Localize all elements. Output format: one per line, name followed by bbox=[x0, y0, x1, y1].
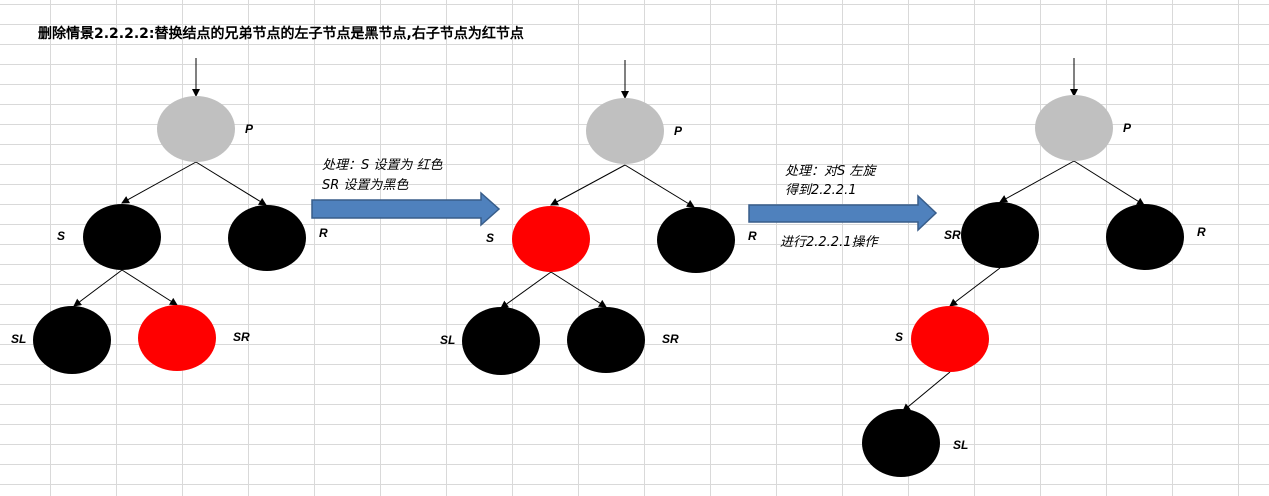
label-sr: SR bbox=[944, 228, 961, 242]
right-arrow-icon bbox=[311, 191, 501, 227]
label-sl: SL bbox=[440, 333, 455, 347]
node-r bbox=[657, 207, 735, 273]
node-sr bbox=[961, 202, 1039, 268]
step-2-line-3: 进行2.2.2.1操作 bbox=[780, 235, 879, 250]
label-p: P bbox=[1123, 121, 1132, 135]
label-sl: SL bbox=[11, 332, 26, 346]
edge-p-s bbox=[121, 161, 197, 204]
label-p: P bbox=[245, 122, 254, 136]
edge-s-sl bbox=[73, 269, 123, 307]
edge-sr-s bbox=[949, 267, 1001, 307]
edge-p-r bbox=[195, 161, 267, 206]
tree-diagram-rotated: P SR R S SL bbox=[862, 58, 1206, 477]
label-s: S bbox=[57, 229, 65, 243]
edge-p-s bbox=[550, 164, 626, 206]
node-sr bbox=[567, 307, 645, 373]
step-2-line-1: 处理：对S 左旋 bbox=[785, 164, 877, 179]
node-r bbox=[228, 205, 306, 271]
step-1-line-2: SR 设置为黑色 bbox=[322, 178, 409, 193]
step-2-line-2: 得到2.2.2.1 bbox=[785, 183, 856, 198]
node-sr bbox=[138, 305, 216, 371]
label-r: R bbox=[319, 226, 328, 240]
edge-s-sr bbox=[550, 271, 607, 308]
label-r: R bbox=[1197, 225, 1206, 239]
tree-diagram-before: P S R SL SR bbox=[11, 58, 328, 374]
edge-s-sr bbox=[121, 269, 178, 306]
label-s: S bbox=[486, 231, 494, 245]
label-sr: SR bbox=[233, 330, 250, 344]
node-sl bbox=[862, 409, 940, 477]
label-r: R bbox=[748, 229, 757, 243]
step-arrow-1: 处理：S 设置为 红色 SR 设置为黑色 bbox=[311, 158, 501, 227]
node-r bbox=[1106, 204, 1184, 270]
edge-s-sl bbox=[902, 371, 951, 412]
edge-s-sl bbox=[500, 271, 552, 309]
node-p bbox=[157, 96, 235, 162]
label-sl: SL bbox=[953, 438, 968, 452]
edge-p-sr bbox=[999, 160, 1075, 203]
right-arrow-icon bbox=[748, 194, 938, 232]
step-arrow-2: 处理：对S 左旋 得到2.2.2.1 进行2.2.2.1操作 bbox=[748, 164, 938, 250]
step-1-line-1: 处理：S 设置为 红色 bbox=[322, 158, 444, 173]
node-s bbox=[83, 204, 161, 270]
edge-p-r bbox=[1073, 160, 1145, 206]
label-s: S bbox=[895, 330, 903, 344]
node-sl bbox=[33, 306, 111, 374]
label-sr: SR bbox=[662, 332, 679, 346]
tree-diagram-recolored: P S R SL SR bbox=[440, 60, 757, 375]
node-sl bbox=[462, 307, 540, 375]
node-s bbox=[512, 206, 590, 272]
node-p bbox=[1035, 95, 1113, 161]
node-p bbox=[586, 98, 664, 164]
label-p: P bbox=[674, 124, 683, 138]
edge-p-r bbox=[624, 164, 695, 208]
page-title: 删除情景2.2.2.2:替换结点的兄弟节点的左子节点是黑节点,右子节点为红节点 bbox=[38, 25, 524, 42]
node-s bbox=[911, 306, 989, 372]
